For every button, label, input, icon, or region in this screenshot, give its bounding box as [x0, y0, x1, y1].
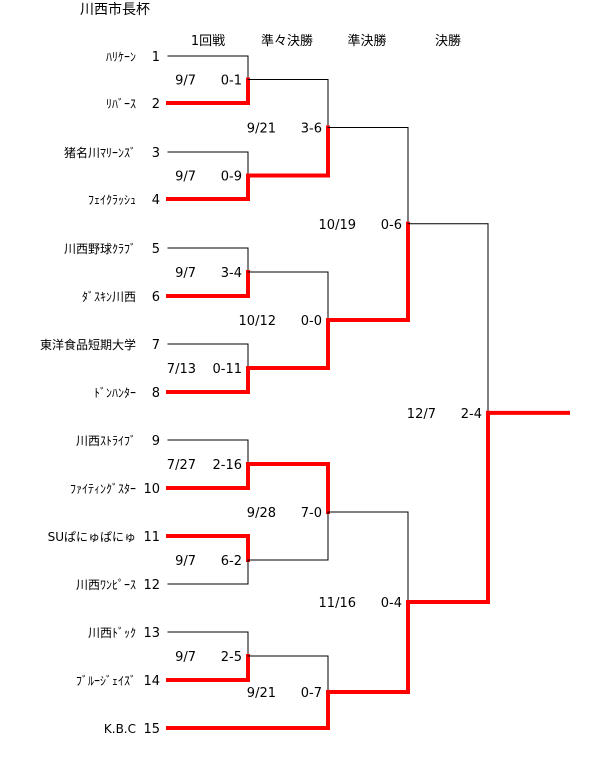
team-name: ﾌｧｲﾃｨﾝｸﾞｽﾀｰ	[70, 482, 136, 496]
team-seed: 5	[152, 242, 160, 257]
page-title: 川西市長杯	[80, 1, 150, 18]
match-date: 10/19	[319, 218, 356, 233]
team-seed: 6	[152, 290, 160, 305]
team-name: 東洋食品短期大学	[40, 337, 136, 352]
team-seed: 4	[152, 193, 160, 208]
match-score: 0-11	[212, 362, 242, 377]
match-date: 11/16	[319, 596, 356, 611]
match-score: 0-6	[381, 218, 402, 233]
match-date: 9/7	[175, 266, 196, 281]
match-date: 12/7	[407, 407, 436, 422]
match-date: 9/7	[175, 170, 196, 185]
match-score: 3-4	[221, 266, 242, 281]
team-seed: 14	[143, 674, 160, 689]
team-name: ﾄﾞﾝﾊﾝﾀｰ	[94, 386, 136, 400]
team-name: ﾘﾊﾞｰｽ	[106, 97, 136, 111]
team-name: 猪名川ﾏﾘｰﾝｽﾞ	[64, 145, 136, 160]
team-name: ﾊﾘｹｰﾝ	[106, 50, 136, 64]
team-seed: 11	[143, 530, 160, 545]
match-date: 9/28	[247, 506, 276, 521]
round-header-1: 1回戦	[191, 34, 225, 49]
match-score: 2-16	[212, 458, 242, 473]
match-date: 9/21	[247, 122, 276, 137]
match-score: 0-9	[221, 170, 242, 185]
match-date: 9/7	[175, 554, 196, 569]
match-date: 9/7	[175, 650, 196, 665]
match-date: 7/13	[167, 362, 196, 377]
match-date: 10/12	[239, 314, 276, 329]
team-name: 川西ﾜﾝﾋﾟｰｽ	[76, 578, 136, 592]
match-score: 7-0	[301, 506, 322, 521]
match-score: 0-0	[301, 314, 322, 329]
team-seed: 1	[152, 50, 160, 65]
match-date: 9/7	[175, 74, 196, 89]
match-score: 2-5	[221, 650, 242, 665]
team-name: 川西野球ｸﾗﾌﾞ	[64, 242, 136, 256]
team-name: 川西ｽﾄﾗｲﾌﾞ	[76, 434, 136, 448]
team-seed: 9	[152, 434, 160, 449]
team-name: ﾌﾞﾙｰｼﾞｪｲｽﾞ	[76, 674, 136, 688]
match-date: 9/21	[247, 686, 276, 701]
team-seed: 12	[143, 578, 160, 593]
team-seed: 10	[143, 482, 160, 497]
team-name: SUぱにゅぱにゅ	[48, 530, 136, 544]
match-score: 6-2	[221, 554, 242, 569]
team-seed: 3	[152, 146, 160, 161]
match-date: 7/27	[167, 458, 196, 473]
match-score: 0-7	[301, 686, 322, 701]
team-name: ﾀﾞｽｷﾝ川西	[82, 290, 136, 304]
team-seed: 2	[152, 97, 160, 112]
team-name: 川西ﾄﾞｯｸ	[88, 626, 136, 640]
team-seed: 8	[152, 386, 160, 401]
round-header-3: 準決勝	[347, 33, 386, 49]
match-score: 0-4	[381, 596, 402, 611]
match-score: 3-6	[301, 122, 322, 137]
match-score: 0-1	[221, 74, 242, 89]
team-seed: 7	[152, 338, 160, 353]
round-header-4: 決勝	[435, 34, 461, 49]
match-score: 2-4	[461, 407, 482, 422]
round-header-2: 準々決勝	[261, 33, 313, 49]
bracket-labels: ﾊﾘｹｰﾝ 1 ﾘﾊﾞｰｽ 2 猪名川ﾏﾘｰﾝｽﾞ 3 ﾌｪｲｸﾗｯｼｭ 4 川西野球ｸﾗﾌﾞ 5…	[40, 50, 482, 737]
team-seed: 15	[143, 722, 160, 737]
team-seed: 13	[143, 626, 160, 641]
team-name: K.B.C	[104, 722, 136, 736]
team-name: ﾌｪｲｸﾗｯｼｭ	[88, 193, 136, 207]
bracket-lines	[166, 55, 570, 730]
